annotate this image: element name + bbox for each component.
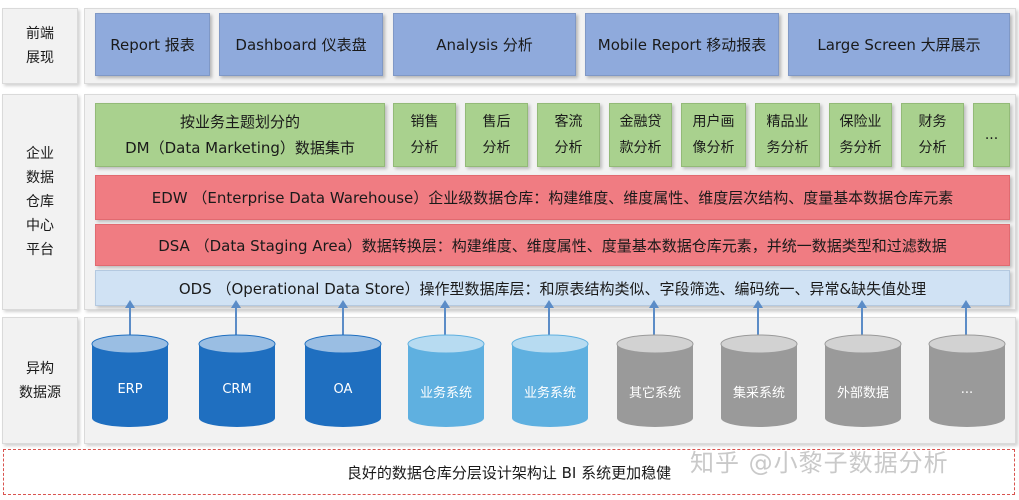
- row-label-frontend: 前端 展现: [2, 8, 78, 84]
- database-cylinder-icon: [720, 334, 798, 427]
- arrow-more: [961, 300, 971, 338]
- frontend-report: Report 报表: [95, 13, 210, 76]
- source-label: 其它系统: [628, 386, 681, 401]
- arrow-erp: [125, 300, 135, 338]
- source-label: 业务系统: [523, 386, 576, 401]
- dsa-layer: DSA （Data Staging Area）数据转换层：构建维度、维度属性、度…: [95, 224, 1010, 266]
- source-label: 外部数据: [836, 386, 889, 401]
- footer-caption: 良好的数据仓库分层设计架构让 BI 系统更加稳健: [3, 449, 1015, 495]
- source-business-system-1: 业务系统: [407, 334, 485, 428]
- dm-item-finance: 财务 分析: [901, 103, 964, 167]
- source-procurement-system: 集采系统: [720, 334, 798, 428]
- arrow-oa: [338, 300, 348, 338]
- source-label: 业务系统: [419, 386, 472, 401]
- dm-item-traffic: 客流 分析: [537, 103, 600, 167]
- source-erp: ERP: [91, 334, 169, 428]
- arrow-procurement: [753, 300, 763, 338]
- arrow-other: [649, 300, 659, 338]
- dm-item-insurance: 保险业 务分析: [829, 103, 892, 167]
- database-cylinder-icon: [824, 334, 902, 427]
- database-cylinder-icon: [511, 334, 589, 427]
- dm-item-sales: 销售 分析: [393, 103, 456, 167]
- arrow-crm: [231, 300, 241, 338]
- source-business-system-2: 业务系统: [511, 334, 589, 428]
- dm-item-aftersales: 售后 分析: [465, 103, 528, 167]
- arrow-business-1: [440, 300, 450, 338]
- edw-layer: EDW （Enterprise Data Warehouse）企业级数据仓库：构…: [95, 175, 1010, 220]
- frontend-analysis: Analysis 分析: [393, 13, 576, 76]
- dm-item-more: ...: [973, 103, 1010, 167]
- row-label-warehouse: 企业 数据 仓库 中心 平台: [2, 94, 78, 310]
- database-cylinder-icon: [304, 334, 382, 427]
- frontend-dashboard: Dashboard 仪表盘: [219, 13, 383, 76]
- source-label: ...: [960, 382, 974, 397]
- database-cylinder-icon: [928, 334, 1006, 427]
- source-label: OA: [333, 382, 353, 397]
- database-cylinder-icon: [407, 334, 485, 427]
- frontend-mobile-report: Mobile Report 移动报表: [585, 13, 779, 76]
- arrow-external: [857, 300, 867, 338]
- row-label-sources: 异构 数据源: [2, 317, 78, 444]
- database-cylinder-icon: [616, 334, 694, 427]
- source-external-data: 外部数据: [824, 334, 902, 428]
- dm-item-user-profile: 用户画 像分析: [681, 103, 746, 167]
- source-other-system: 其它系统: [616, 334, 694, 428]
- watermark-text: 知乎 @小黎子数据分析: [690, 449, 949, 477]
- dm-item-finance-loan: 金融贷 款分析: [609, 103, 672, 167]
- frontend-large-screen: Large Screen 大屏展示: [788, 13, 1010, 76]
- source-label: CRM: [222, 382, 252, 397]
- source-crm: CRM: [198, 334, 276, 428]
- source-label: 集采系统: [732, 386, 785, 401]
- database-cylinder-icon: [198, 334, 276, 427]
- arrow-business-2: [544, 300, 554, 338]
- dm-title-box: 按业务主题划分的 DM（Data Marketing）数据集市: [95, 103, 385, 167]
- dm-item-premium-business: 精品业 务分析: [755, 103, 820, 167]
- database-cylinder-icon: [91, 334, 169, 427]
- source-label: ERP: [117, 382, 143, 397]
- source-oa: OA: [304, 334, 382, 428]
- source-more: ...: [928, 334, 1006, 428]
